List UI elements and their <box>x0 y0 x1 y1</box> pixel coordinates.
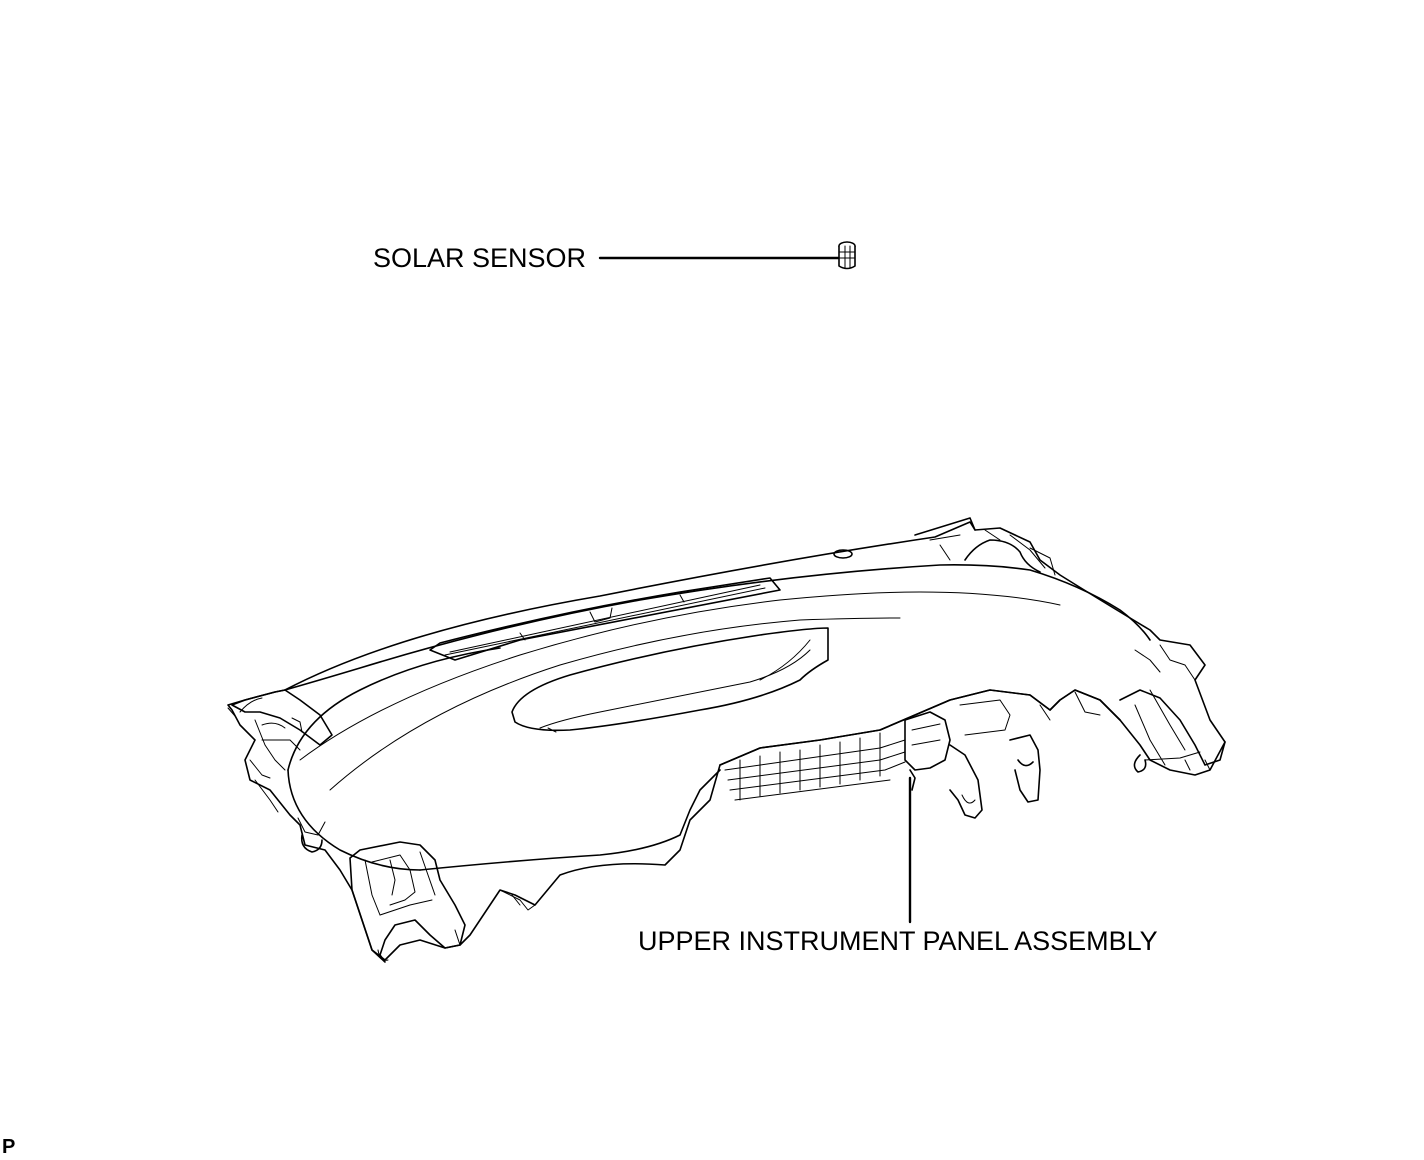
solar-sensor-label: SOLAR SENSOR <box>373 243 587 273</box>
solar-sensor-icon <box>838 241 856 270</box>
solar-sensor-part <box>598 241 856 270</box>
upper-instrument-panel-part <box>227 517 1226 963</box>
corner-mark: P <box>2 1136 16 1158</box>
upper-instrument-panel-label: UPPER INSTRUMENT PANEL ASSEMBLY <box>638 926 1158 956</box>
